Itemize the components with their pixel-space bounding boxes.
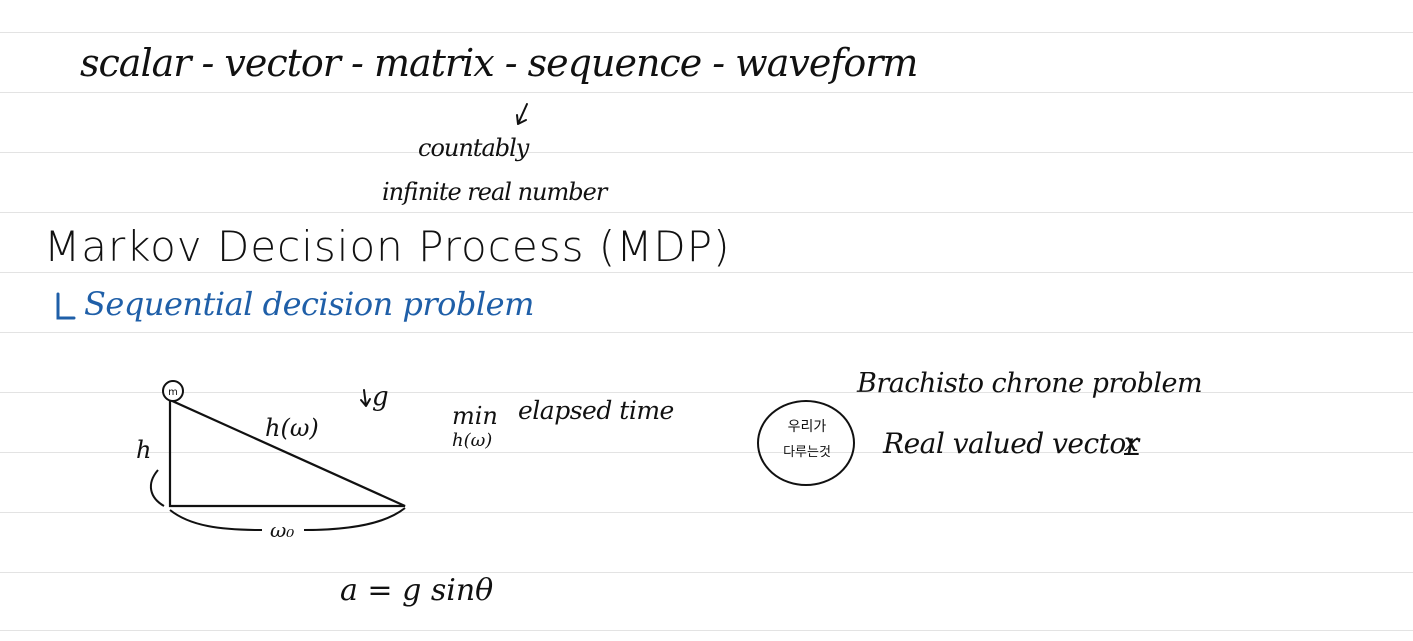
mdp-title: Markov Decision Process (MDP) — [44, 222, 731, 271]
mass-circle — [162, 380, 184, 402]
infinite-note: infinite real number — [382, 178, 607, 206]
ruled-line — [0, 212, 1413, 213]
height-brace — [149, 469, 165, 507]
ruled-line — [0, 272, 1413, 273]
height-label: h — [136, 436, 152, 464]
ruled-line — [0, 392, 1413, 393]
circle-text-line-2: 다루는것 — [783, 445, 831, 460]
base-label: ω₀ — [270, 518, 295, 542]
gravity-label: g — [372, 382, 389, 412]
mass-label: m — [168, 387, 178, 398]
bracket-mark — [56, 292, 76, 320]
ruled-line — [0, 512, 1413, 513]
ruled-line — [0, 332, 1413, 333]
acceleration-formula: a = g sinθ — [340, 573, 494, 608]
sequential-note: Sequential decision problem — [84, 285, 534, 323]
ruled-line — [0, 452, 1413, 453]
min-label: min — [452, 402, 498, 430]
hw-label: h(ω) — [265, 414, 319, 442]
elapsed-label: elapsed time — [518, 396, 674, 425]
circled-annotation — [757, 400, 855, 486]
arrow-down-icon — [360, 389, 371, 407]
ruled-line — [0, 630, 1413, 631]
incline-triangle — [168, 398, 406, 508]
hw-small-label: h(ω) — [452, 430, 493, 451]
ruled-line — [0, 572, 1413, 573]
vector-x-symbol: x — [1124, 428, 1139, 458]
arrow-down-icon — [516, 103, 528, 125]
ruled-line — [0, 32, 1413, 33]
ruled-line — [0, 152, 1413, 153]
real-vector-note: Real valued vector — [883, 427, 1139, 460]
base-brace — [169, 507, 406, 531]
brachistochrone-note: Brachisto chrone problem — [857, 368, 1203, 399]
countably-note: countably — [418, 134, 529, 162]
circle-text-line-1: 우리가 — [787, 419, 827, 435]
ruled-line — [0, 92, 1413, 93]
data-types-line: scalar - vector - matrix - sequence - wa… — [80, 41, 918, 85]
